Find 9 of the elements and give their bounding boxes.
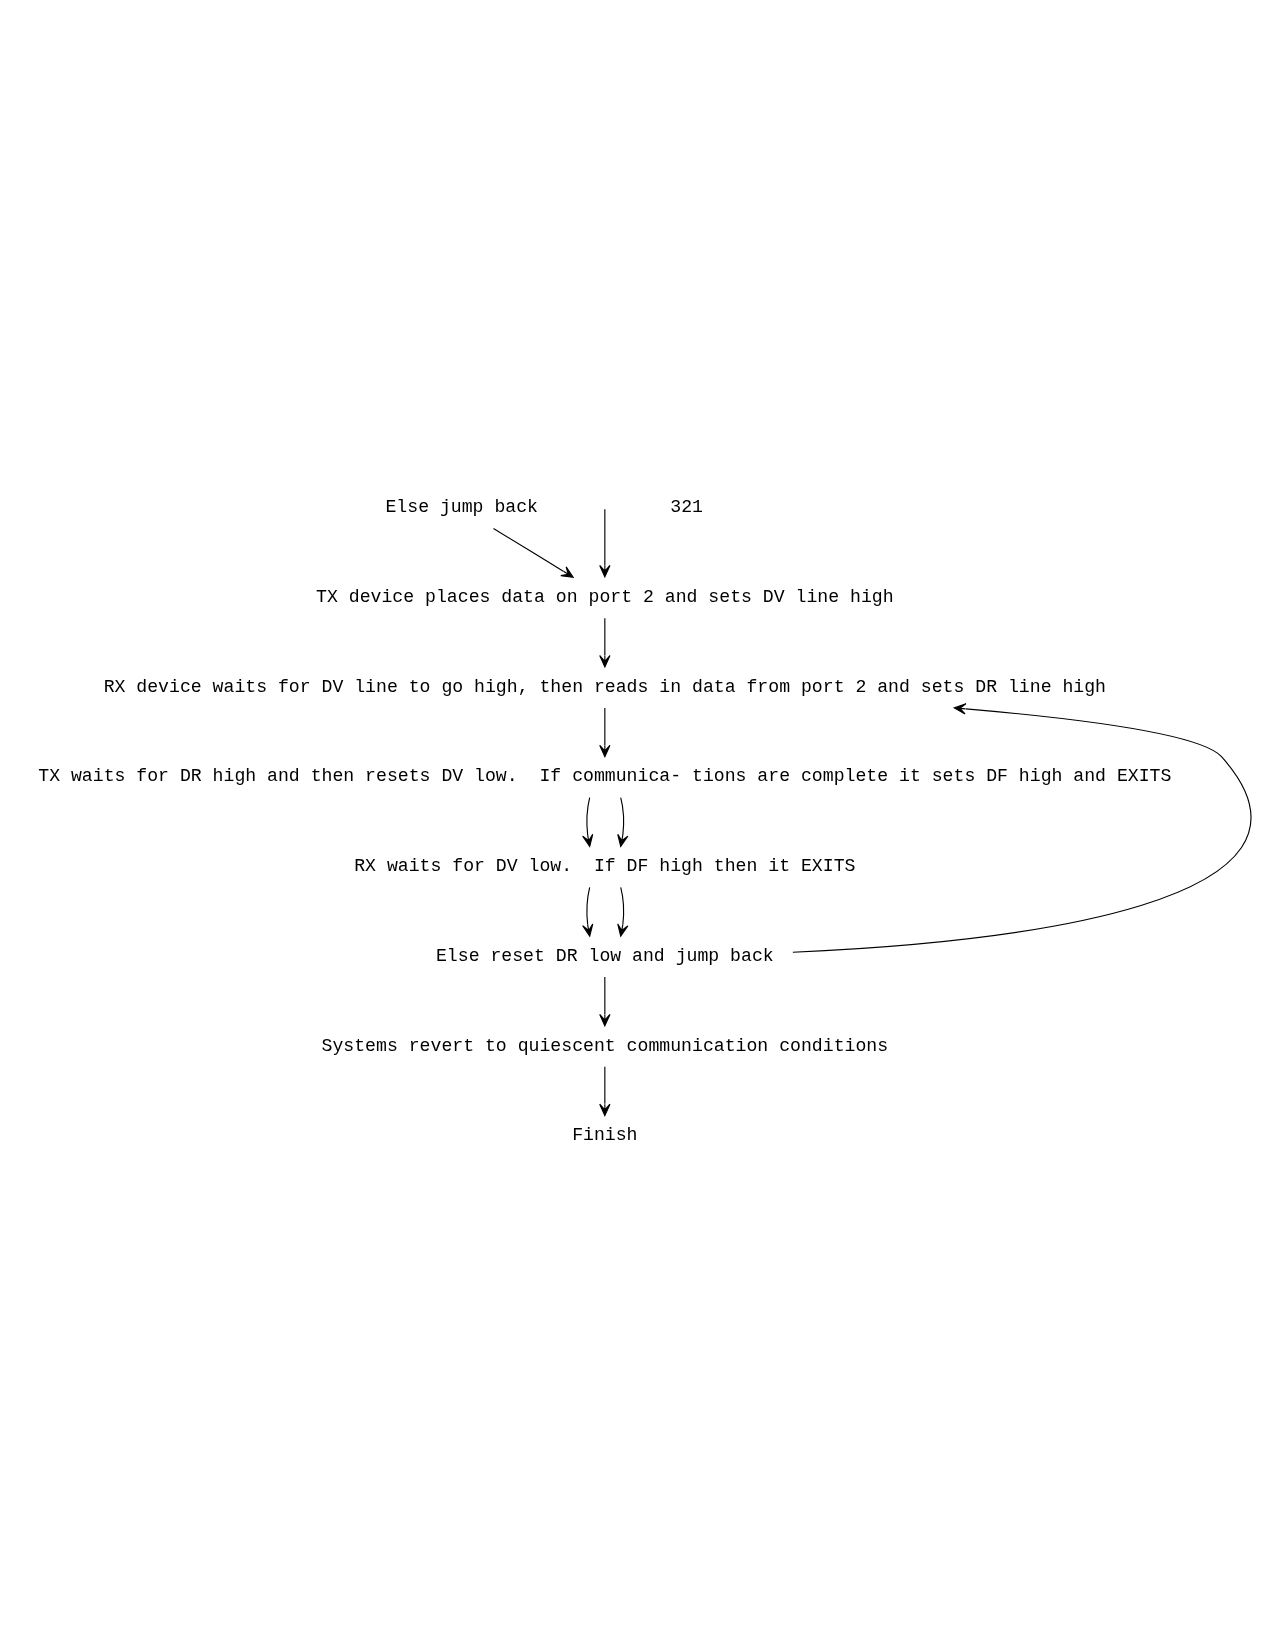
node-text: Systems revert to quiescent communication conditions — [321, 1035, 889, 1056]
label: 321 — [670, 497, 703, 518]
node-text: TX device places data on port 2 and sets DV line high — [316, 587, 894, 608]
node-text: Else reset DR low and jump back — [435, 945, 774, 966]
node-text: RX device waits for DV line to go high, then reads in data from port 2 and sets DR line high — [103, 676, 1107, 697]
node-text: RX waits for DV low. If DF high then it EXITS — [354, 856, 856, 877]
node-text: Else jump back — [385, 497, 539, 518]
node-text: Finish — [572, 1125, 638, 1146]
node-text: TX waits for DR high and then resets DV low. If communica- tions are complete it sets DF high and EXITS — [38, 766, 1172, 787]
